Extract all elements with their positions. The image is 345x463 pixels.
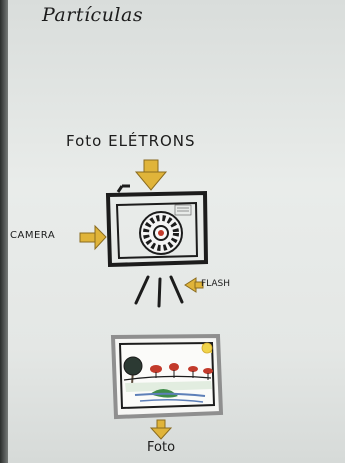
label-foto: Foto	[147, 440, 175, 455]
arrow-right-camera	[80, 226, 106, 249]
arrow-down-top	[136, 160, 166, 190]
label-camera: CAMERA	[10, 230, 55, 241]
camera-drawing	[108, 186, 206, 265]
arrow-down-bottom	[151, 420, 171, 439]
label-foto-eletrons: Foto ELÉTRONS	[66, 132, 196, 150]
photo-drawing	[113, 336, 221, 417]
label-flash: FLASH	[201, 279, 230, 289]
flash-rays	[136, 277, 182, 306]
